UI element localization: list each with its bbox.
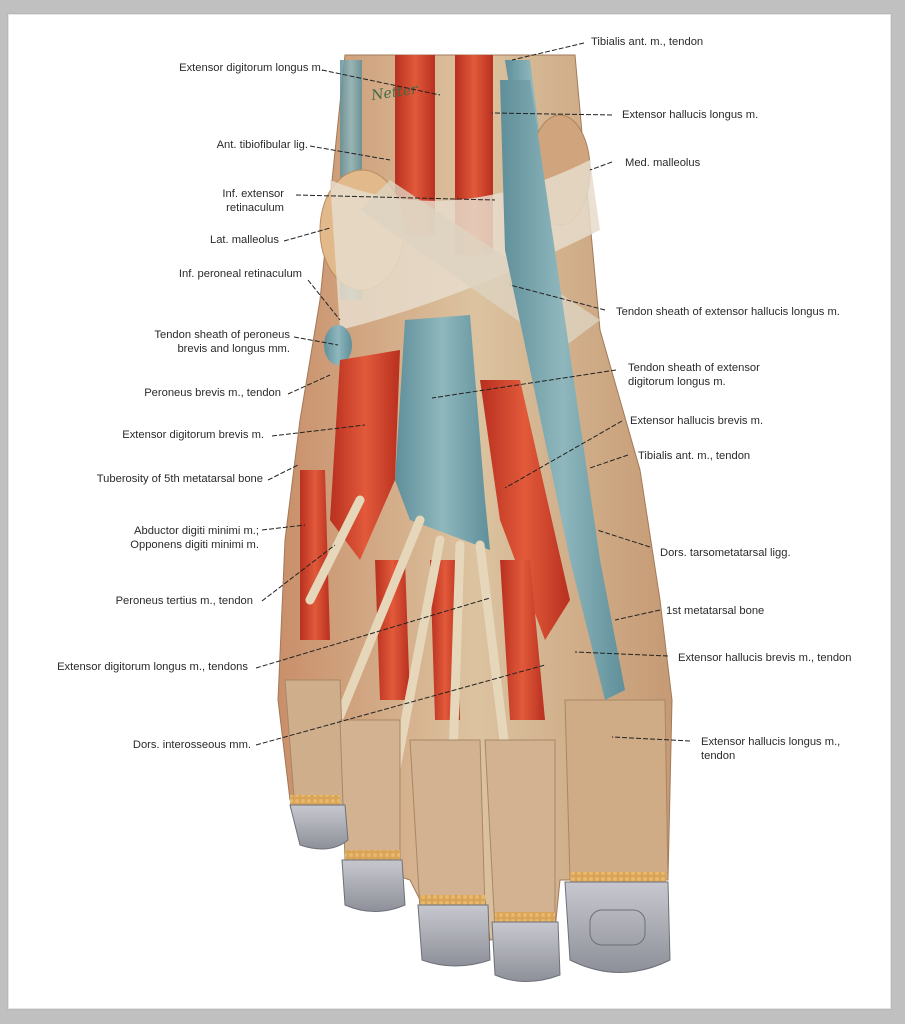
label-ext-dig-longus: Extensor digitorum longus m.	[179, 62, 324, 74]
label-dors-interosseous: Dors. interosseous mm.	[132, 739, 251, 751]
label-dors-tarsometatarsal: Dors. tarsometatarsal ligg.	[660, 547, 791, 559]
label-tendon-sheath-peroneus: Tendon sheath of peroneus brevis and lon…	[154, 329, 290, 355]
leader-lines	[255, 42, 691, 746]
label-ext-hallucis-longus: Extensor hallucis longus m.	[622, 109, 759, 121]
label-med-malleolus: Med. malleolus	[625, 157, 701, 169]
label-first-metatarsal: 1st metatarsal bone	[666, 605, 765, 617]
edb-muscle-shape	[330, 350, 400, 560]
label-lat-malleolus: Lat. malleolus	[209, 234, 279, 246]
label-ext-dig-brevis: Extensor digitorum brevis m.	[122, 429, 264, 441]
toenails	[289, 804, 671, 982]
label-tendon-sheath-ehl: Tendon sheath of extensor hallucis longu…	[616, 306, 840, 318]
ehl-sheath-shape	[500, 80, 625, 700]
artist-signature: Netter	[369, 81, 420, 104]
label-ext-dig-longus-tendons: Extensor digitorum longus m., tendons	[57, 661, 248, 673]
label-tendon-sheath-edl: Tendon sheath of extensor digitorum long…	[628, 362, 760, 388]
label-inf-ext-retinaculum: Inf. extensor retinaculum	[222, 188, 284, 214]
label-abductor-digiti: Abductor digiti minimi m.; Opponens digi…	[130, 525, 259, 551]
label-tuberosity-5th: Tuberosity of 5th metatarsal bone	[96, 473, 263, 485]
label-peroneus-brevis: Peroneus brevis m., tendon	[144, 387, 281, 399]
label-tibialis-ant-top: Tibialis ant. m., tendon	[591, 36, 704, 48]
edl-sheath-shape	[395, 315, 490, 550]
label-inf-peroneal-retinaculum: Inf. peroneal retinaculum	[178, 268, 302, 280]
label-ehl-tendon: Extensor hallucis longus m., tendon	[701, 736, 841, 762]
label-peroneus-tertius: Peroneus tertius m., tendon	[115, 595, 253, 607]
ehb-muscle-shape	[480, 380, 570, 640]
label-ant-tibiofibular: Ant. tibiofibular lig.	[216, 139, 308, 151]
label-tibialis-ant-lower: Tibialis ant. m., tendon	[638, 450, 751, 462]
label-ehb-tendon: Extensor hallucis brevis m., tendon	[678, 652, 852, 664]
toes	[284, 679, 669, 931]
label-ext-hallucis-brevis: Extensor hallucis brevis m.	[630, 415, 764, 427]
